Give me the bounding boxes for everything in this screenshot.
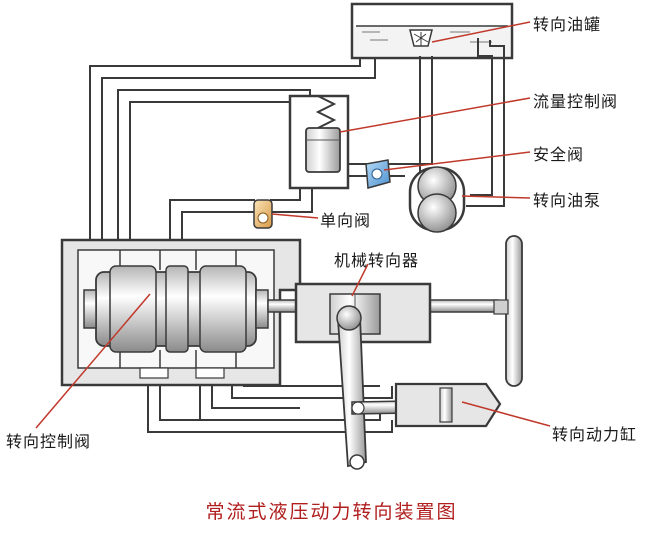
label-oil-tank: 转向油罐 (533, 15, 602, 34)
leader-tank (431, 21, 531, 43)
flow-control-valve (288, 94, 350, 190)
power-cylinder (394, 382, 502, 428)
steering-wheel (493, 235, 523, 387)
leader-steering-gear (351, 263, 369, 297)
label-safety-valve: 安全阀 (533, 145, 585, 164)
leader-control-valve (35, 293, 151, 429)
label-oil-pump: 转向油泵 (533, 191, 602, 210)
leader-safety-valve (383, 151, 531, 171)
label-power-cylinder: 转向动力缸 (552, 425, 638, 444)
label-check-valve: 单向阀 (320, 211, 372, 230)
oil-pump (408, 166, 466, 233)
check-valve (253, 199, 273, 229)
diagram-title: 常流式液压动力转向装置图 (205, 501, 458, 523)
safety-valve (365, 159, 391, 189)
leader-check-valve (271, 213, 319, 219)
leader-lines (35, 21, 551, 429)
label-flow-control-valve: 流量控制阀 (533, 92, 619, 111)
steering-gear (267, 282, 499, 344)
control-valve-body (60, 238, 302, 387)
label-control-valve: 转向控制阀 (6, 432, 92, 451)
leader-flow-valve (339, 97, 531, 133)
leader-pump (461, 195, 531, 199)
leader-power-cylinder (461, 401, 551, 427)
label-steering-gear: 机械转向器 (334, 251, 420, 270)
